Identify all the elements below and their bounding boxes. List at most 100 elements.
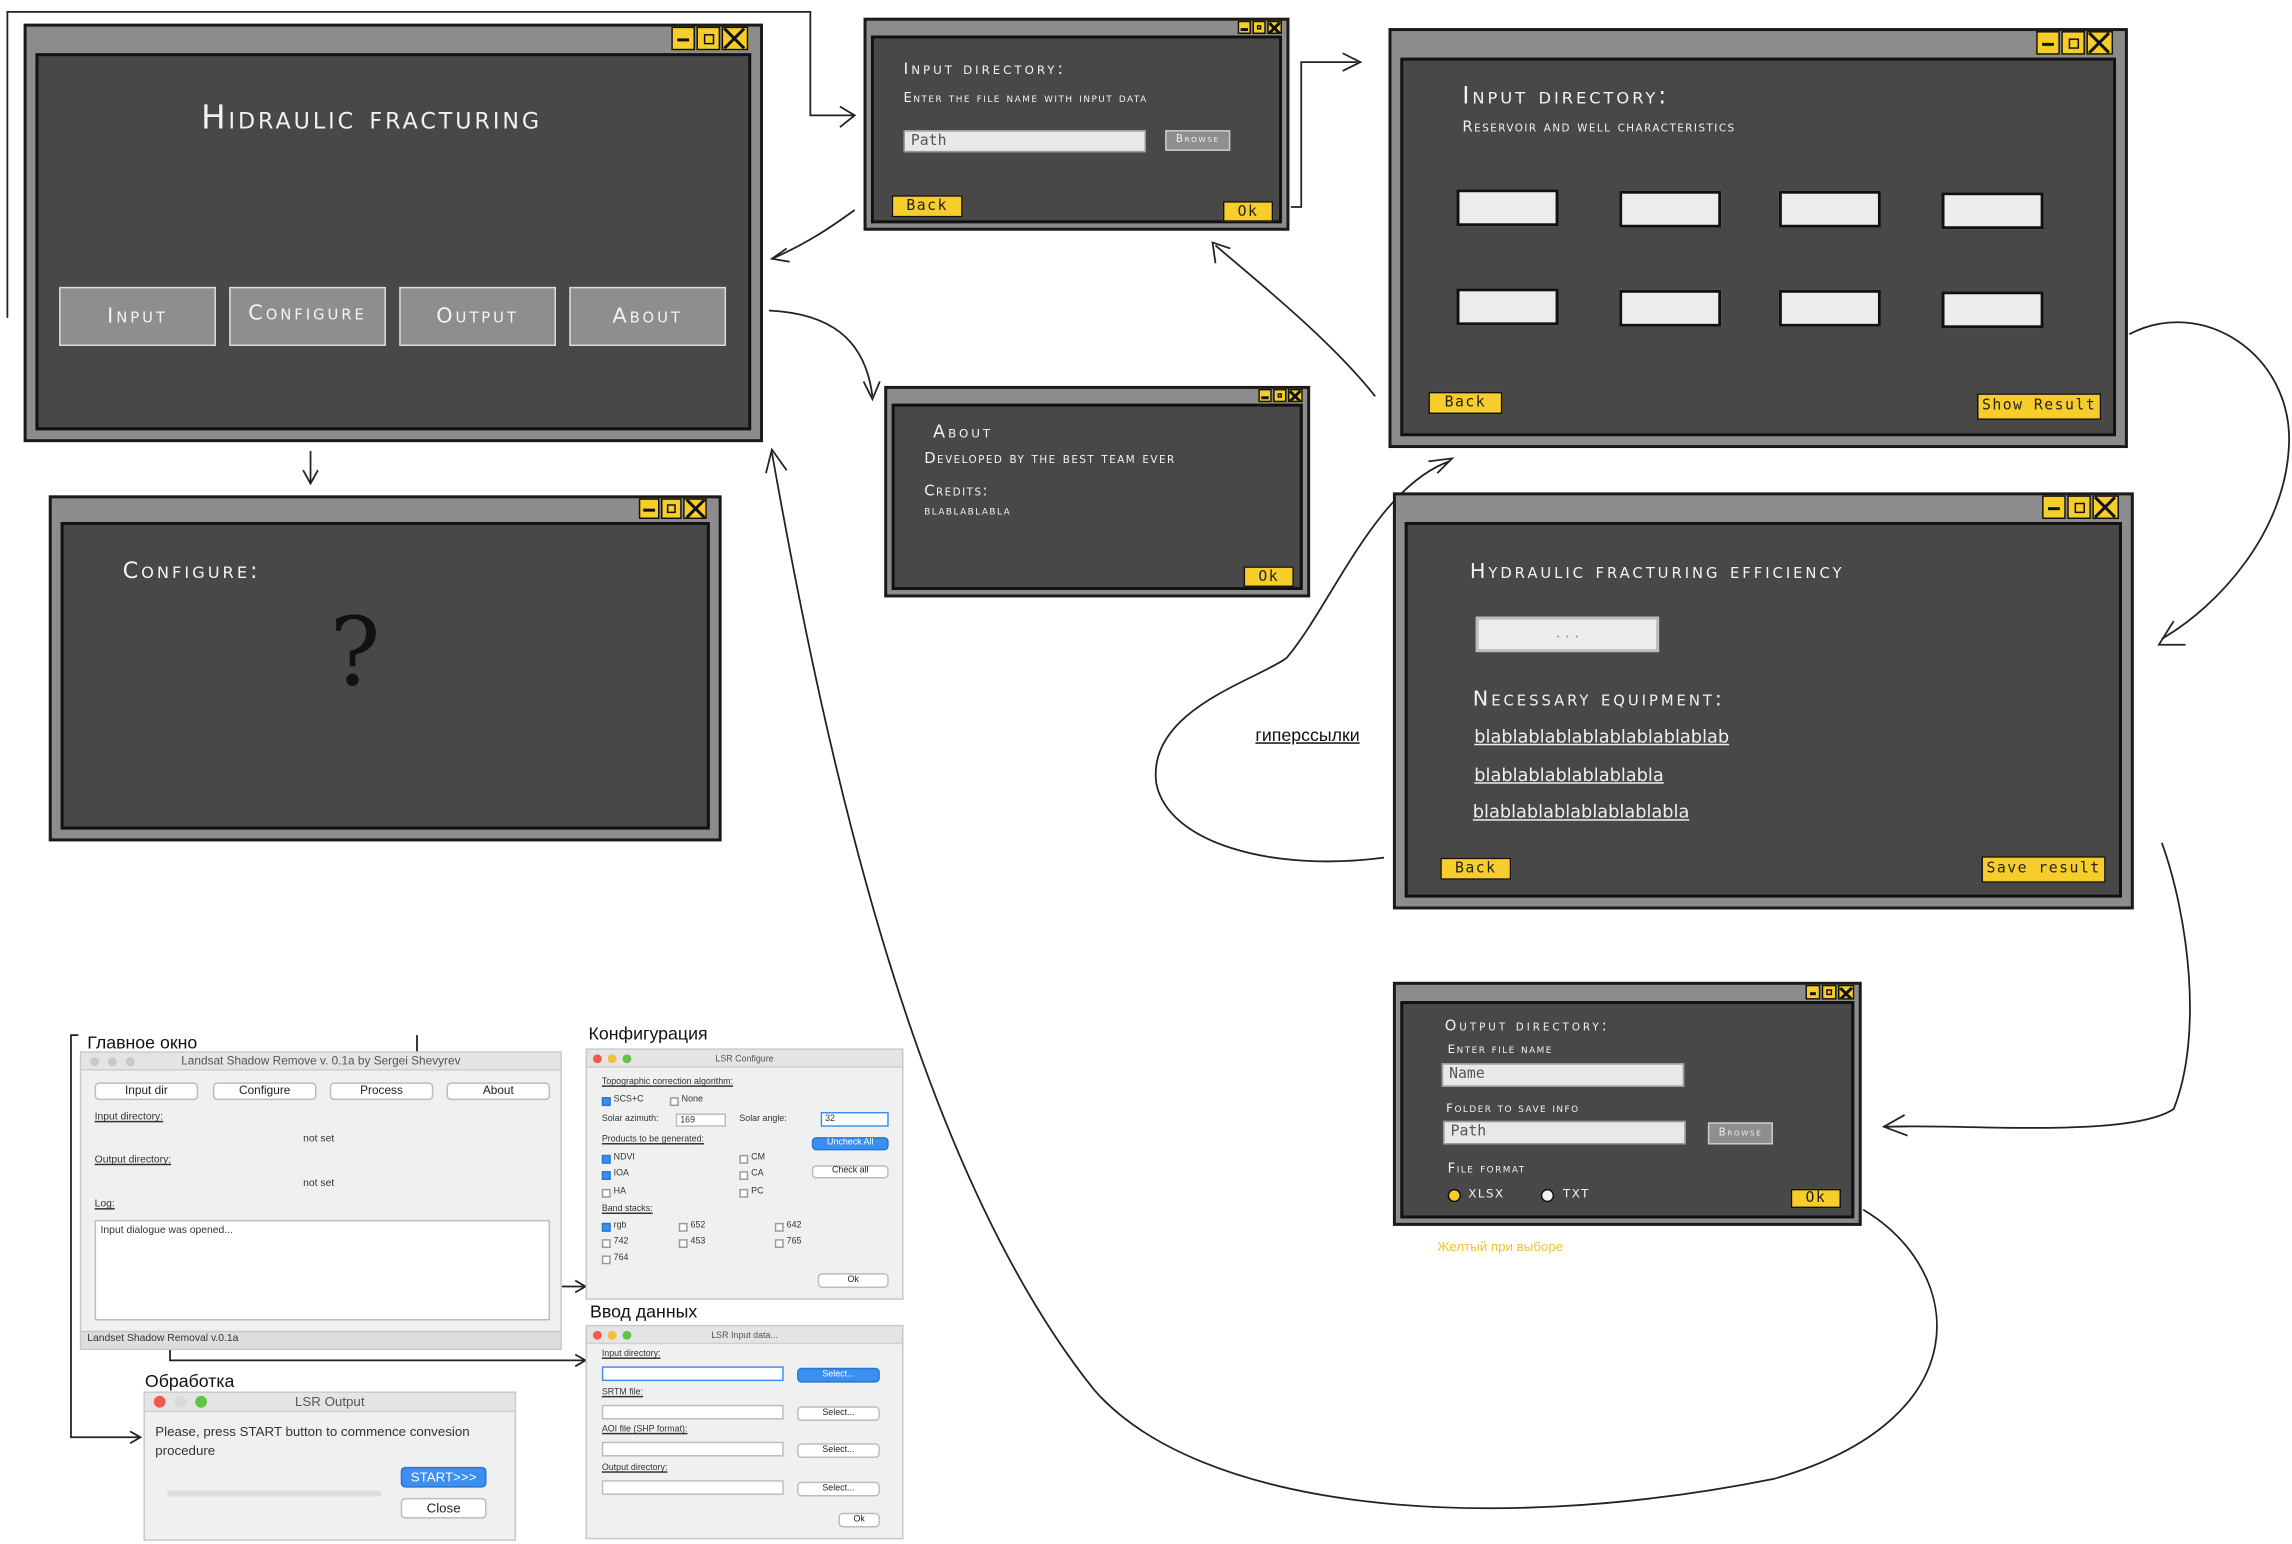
path-input[interactable]: Path xyxy=(903,130,1146,153)
param-field[interactable] xyxy=(1778,289,1881,327)
output-dir-field[interactable] xyxy=(601,1480,784,1495)
param-field[interactable] xyxy=(1619,190,1722,228)
close-icon[interactable] xyxy=(1267,20,1283,35)
txt-radio[interactable] xyxy=(1540,1188,1555,1203)
xlsx-radio[interactable] xyxy=(1447,1188,1461,1203)
param-field[interactable] xyxy=(1456,189,1559,227)
zoom-dot[interactable] xyxy=(622,1330,632,1340)
minimize-icon[interactable] xyxy=(2042,495,2066,520)
browse-button[interactable]: Browse xyxy=(1165,130,1231,151)
ok-button[interactable]: Ok xyxy=(817,1273,889,1288)
zoom-dot[interactable] xyxy=(125,1057,135,1067)
process-button[interactable]: Process xyxy=(329,1082,434,1101)
maximize-icon[interactable] xyxy=(696,26,721,51)
param-field[interactable] xyxy=(1778,190,1881,228)
close-icon[interactable] xyxy=(721,26,749,51)
maximize-icon[interactable] xyxy=(1273,388,1287,403)
maximize-icon[interactable] xyxy=(1821,984,1837,1000)
back-button[interactable]: Back xyxy=(891,195,963,218)
select-button[interactable]: Select... xyxy=(797,1367,880,1383)
close-dot[interactable] xyxy=(90,1057,100,1067)
param-field[interactable] xyxy=(1456,288,1559,326)
checkbox[interactable] xyxy=(678,1222,688,1232)
checkbox[interactable] xyxy=(601,1239,611,1249)
close-icon[interactable] xyxy=(1287,388,1303,403)
checkbox[interactable] xyxy=(739,1171,749,1181)
check-all-button[interactable]: Check all xyxy=(811,1165,889,1179)
checkbox[interactable] xyxy=(601,1222,611,1232)
zoom-dot[interactable] xyxy=(622,1054,632,1064)
ok-button[interactable]: Ok xyxy=(838,1512,880,1528)
equipment-link[interactable]: blablablablablablablablablab xyxy=(1474,726,1730,747)
minimize-dot[interactable] xyxy=(107,1057,117,1067)
browse-button[interactable]: Browse xyxy=(1707,1122,1773,1145)
equipment-link[interactable]: blablablablablablabla xyxy=(1474,764,1664,786)
checkbox[interactable] xyxy=(774,1239,784,1249)
close-button[interactable]: Close xyxy=(400,1497,487,1519)
srtm-field[interactable] xyxy=(601,1404,784,1420)
log-area[interactable]: Input dialogue was opened... xyxy=(94,1219,551,1321)
equipment-link[interactable]: blablablablablablablabla xyxy=(1472,801,1690,823)
ok-button[interactable]: Ok xyxy=(1243,566,1294,588)
close-icon[interactable] xyxy=(683,498,707,520)
minimize-icon[interactable] xyxy=(1805,984,1821,1000)
minimize-icon[interactable] xyxy=(2036,31,2060,55)
back-button[interactable]: Back xyxy=(1440,857,1512,880)
output-button[interactable]: Output xyxy=(399,286,556,347)
maximize-icon[interactable] xyxy=(660,498,682,520)
close-icon[interactable] xyxy=(2086,31,2114,55)
checkbox[interactable] xyxy=(601,1188,611,1198)
minimize-icon[interactable] xyxy=(1237,20,1251,35)
minimize-dot[interactable] xyxy=(607,1054,617,1064)
ok-button[interactable]: Ok xyxy=(1222,201,1274,222)
checkbox[interactable] xyxy=(601,1154,611,1164)
about-button[interactable]: About xyxy=(569,286,727,347)
select-button[interactable]: Select... xyxy=(797,1406,880,1422)
close-icon[interactable] xyxy=(1838,984,1855,1000)
checkbox[interactable] xyxy=(669,1097,679,1107)
configure-button[interactable]: Configure xyxy=(212,1082,317,1101)
save-result-button[interactable]: Save result xyxy=(1981,856,2106,883)
aoi-field[interactable] xyxy=(601,1441,784,1457)
select-button[interactable]: Select... xyxy=(797,1481,880,1497)
checkbox[interactable] xyxy=(739,1154,749,1164)
input-dir-field[interactable] xyxy=(601,1366,784,1382)
maximize-icon[interactable] xyxy=(2067,495,2091,520)
configure-button[interactable]: Configure xyxy=(229,286,386,347)
minimize-dot[interactable] xyxy=(607,1330,617,1340)
about-button[interactable]: About xyxy=(446,1082,551,1101)
show-result-button[interactable]: Show Result xyxy=(1977,393,2102,420)
checkbox[interactable] xyxy=(601,1171,611,1181)
folder-input[interactable]: Path xyxy=(1443,1120,1686,1145)
input-dir-button[interactable]: Input dir xyxy=(94,1082,199,1101)
minimize-dot[interactable] xyxy=(174,1395,187,1408)
band-label: 453 xyxy=(690,1237,706,1247)
ok-button[interactable]: Ok xyxy=(1790,1188,1841,1209)
back-button[interactable]: Back xyxy=(1428,391,1503,415)
checkbox[interactable] xyxy=(774,1222,784,1232)
minimize-icon[interactable] xyxy=(671,26,695,51)
close-dot[interactable] xyxy=(592,1330,602,1340)
angle-input[interactable]: 32 xyxy=(820,1111,889,1127)
checkbox[interactable] xyxy=(678,1239,688,1249)
minimize-icon[interactable] xyxy=(1258,388,1272,403)
maximize-icon[interactable] xyxy=(2061,31,2085,55)
checkbox[interactable] xyxy=(601,1097,611,1107)
checkbox[interactable] xyxy=(601,1255,611,1265)
close-icon[interactable] xyxy=(2092,495,2119,520)
azimuth-input[interactable]: 169 xyxy=(675,1113,727,1127)
param-field[interactable] xyxy=(1941,291,2044,329)
select-button[interactable]: Select... xyxy=(797,1443,880,1458)
close-dot[interactable] xyxy=(592,1054,602,1064)
start-button[interactable]: START>>> xyxy=(400,1466,487,1488)
checkbox[interactable] xyxy=(739,1188,749,1198)
file-name-input[interactable]: Name xyxy=(1441,1063,1685,1087)
minimize-icon[interactable] xyxy=(638,498,660,520)
zoom-dot[interactable] xyxy=(195,1395,208,1408)
input-button[interactable]: Input xyxy=(59,286,216,347)
maximize-icon[interactable] xyxy=(1252,20,1266,35)
close-dot[interactable] xyxy=(153,1395,166,1408)
param-field[interactable] xyxy=(1619,289,1722,327)
param-field[interactable] xyxy=(1941,192,2044,230)
uncheck-all-button[interactable]: Uncheck All xyxy=(811,1137,889,1151)
